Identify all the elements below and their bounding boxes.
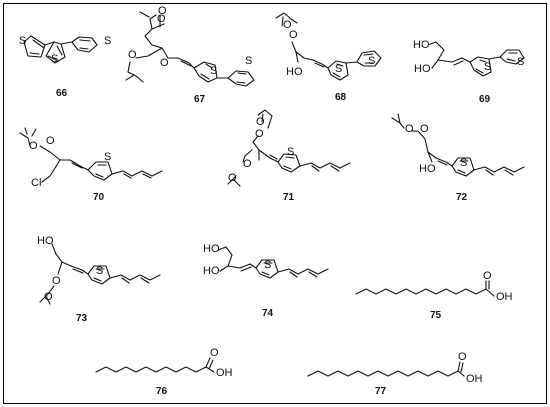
compound-67-number: 67 xyxy=(194,94,206,105)
atom-label: S xyxy=(51,53,58,65)
compound-72-atom-labels: O O HO S xyxy=(405,123,467,175)
compound-69-atom-labels: HO HO S S xyxy=(413,39,524,75)
atom-label: O xyxy=(255,128,264,140)
atom-label: O xyxy=(228,172,237,184)
compound-66-atom-labels: S S S xyxy=(19,35,111,65)
atom-label: O xyxy=(483,270,492,282)
compound-71-atom-labels: O O O O S xyxy=(228,116,294,184)
compound-67-atom-labels: O O O O S S xyxy=(128,5,252,77)
compound-75-structure: O OH 75 xyxy=(355,270,513,321)
compound-77-number: 77 xyxy=(375,386,387,397)
compound-73-number: 73 xyxy=(76,313,88,324)
compound-72-number: 72 xyxy=(456,192,468,203)
compound-71-bonds xyxy=(227,109,351,187)
atom-label: O xyxy=(458,351,467,363)
atom-label: O xyxy=(46,135,55,147)
compound-67-structure: O O O O S S 67 xyxy=(125,5,255,105)
compound-76-number: 76 xyxy=(156,386,168,397)
atom-label: O xyxy=(283,19,292,31)
atom-label: O xyxy=(210,347,219,359)
compound-77-atom-labels: O OH xyxy=(458,351,483,385)
atom-label: OH xyxy=(216,367,233,379)
atom-label: S xyxy=(210,65,217,77)
compound-75-atom-labels: O OH xyxy=(483,270,513,303)
atom-label: O xyxy=(128,49,137,61)
compound-70-atom-labels: O O Cl S xyxy=(29,135,111,189)
atom-label: O xyxy=(420,123,429,135)
compound-70-bonds xyxy=(19,127,163,183)
figure-frame xyxy=(3,3,547,404)
atom-label: O xyxy=(52,275,61,287)
compound-73-bonds xyxy=(39,243,161,305)
atom-label: S xyxy=(104,151,111,163)
compound-66-structure: S S S 66 xyxy=(19,35,111,99)
compound-69-structure: HO HO S S 69 xyxy=(413,39,525,105)
compound-70-number: 70 xyxy=(93,192,105,203)
compound-75-number: 75 xyxy=(430,310,442,321)
atom-label: OH xyxy=(496,291,513,303)
atom-label: S xyxy=(245,55,252,67)
compound-66-number: 66 xyxy=(56,88,68,99)
atom-label: S xyxy=(96,265,103,277)
compound-67-bonds xyxy=(125,11,255,87)
atom-label: O xyxy=(44,291,53,303)
atom-label: O xyxy=(157,13,166,25)
atom-label: S xyxy=(484,61,491,73)
compound-71-number: 71 xyxy=(283,192,295,203)
compound-77-bonds xyxy=(307,361,465,377)
compound-68-structure: O O HO S S 68 xyxy=(275,12,382,103)
atom-label: HO xyxy=(37,235,54,247)
atom-label: HO xyxy=(414,63,431,75)
compound-72-bonds xyxy=(391,113,525,177)
compound-74-bonds xyxy=(217,246,329,279)
atom-label: S xyxy=(19,35,26,47)
atom-label: HO xyxy=(286,66,303,78)
atom-label: S xyxy=(368,55,375,67)
compound-74-structure: HO HO S 74 xyxy=(203,243,329,319)
compound-68-number: 68 xyxy=(335,92,347,103)
compound-71-structure: O O O O S 71 xyxy=(227,109,351,203)
atom-label: O xyxy=(243,158,252,170)
compound-76-structure: O OH 76 xyxy=(95,347,233,397)
compound-74-atom-labels: HO HO S xyxy=(203,243,271,277)
compound-76-bonds xyxy=(95,357,215,373)
atom-label: O xyxy=(158,5,167,17)
atom-label: O xyxy=(405,123,414,135)
compound-75-bonds xyxy=(355,280,495,297)
compound-76-atom-labels: O OH xyxy=(210,347,233,379)
compound-73-structure: HO O O S 73 xyxy=(37,235,161,324)
atom-label: O xyxy=(29,140,38,152)
atom-label: O xyxy=(289,29,298,41)
compound-73-atom-labels: HO O O S xyxy=(37,235,103,303)
compound-69-number: 69 xyxy=(479,94,491,105)
compound-68-atom-labels: O O HO S S xyxy=(283,19,375,78)
atom-label: S xyxy=(104,35,111,47)
atom-label: HO xyxy=(203,265,220,277)
compound-72-structure: O O HO S 72 xyxy=(391,113,525,203)
compound-68-bonds xyxy=(275,12,382,81)
atom-label: S xyxy=(460,157,467,169)
atom-label: O xyxy=(160,57,169,69)
atom-label: S xyxy=(287,146,294,158)
atom-label: Cl xyxy=(31,177,41,189)
atom-label: S xyxy=(335,63,342,75)
compound-74-number: 74 xyxy=(262,308,274,319)
atom-label: HO xyxy=(203,243,220,255)
compound-69-bonds xyxy=(427,41,525,77)
atom-label: S xyxy=(517,56,524,68)
atom-label: HO xyxy=(419,163,436,175)
atom-label: S xyxy=(264,259,271,271)
compound-77-structure: O OH 77 xyxy=(307,351,483,397)
compound-70-structure: O O Cl S 70 xyxy=(19,127,163,203)
atom-label: O xyxy=(256,116,265,128)
compound-66-bonds xyxy=(23,35,98,64)
atom-label: OH xyxy=(466,373,483,385)
atom-label: HO xyxy=(413,39,430,51)
